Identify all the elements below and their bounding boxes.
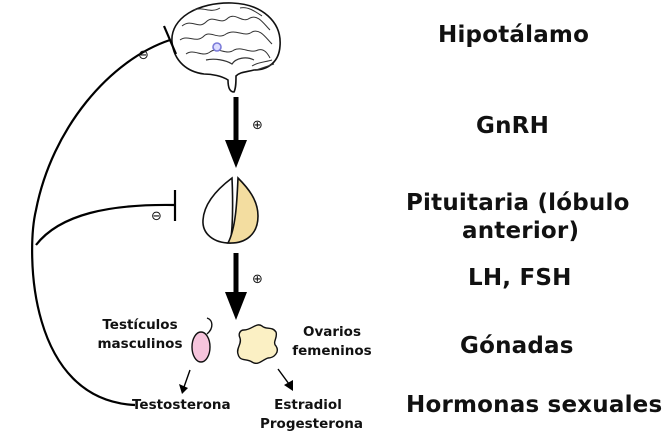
testes-label-line2: masculinos <box>97 336 183 352</box>
stimulate-sign-gnrh: ⊕ <box>252 118 263 133</box>
stage-gnrh: GnRH <box>476 113 550 139</box>
stage-hypothalamus: Hipotálamo <box>438 22 590 48</box>
stimulate-sign-lh-fsh: ⊕ <box>252 272 263 287</box>
testes-label-line1: Testículos <box>102 317 178 333</box>
hormones-female-label: Estradiol Progesterona <box>260 396 363 434</box>
feedback-loop-pituitary <box>35 190 177 246</box>
pituitary-illustration <box>202 176 259 244</box>
stage-sex-hormones: Hormonas sexuales <box>406 392 663 418</box>
inhibit-sign-hypothalamus: ⊖ <box>138 48 149 63</box>
hypothalamus-marker <box>212 42 222 52</box>
gnrh-arrow <box>225 97 247 168</box>
stage-gonads: Gónadas <box>460 333 574 359</box>
ovaries-label-line1: Ovarios <box>303 324 361 340</box>
testosterone-arrow <box>179 369 191 394</box>
testes-label: Testículos masculinos <box>92 316 188 354</box>
estradiol-label: Estradiol <box>274 397 342 413</box>
ovary-illustration <box>236 324 278 365</box>
brain-illustration <box>171 2 281 93</box>
stage-lh-fsh: LH, FSH <box>468 265 572 291</box>
stage-pituitary-line2: anterior) <box>462 218 580 244</box>
testis-illustration <box>191 317 213 363</box>
ovaries-label-line2: femeninos <box>292 343 372 359</box>
estradiol-arrow <box>277 368 293 391</box>
lh-fsh-arrow <box>225 253 247 320</box>
feedback-loop-hypothalamus <box>31 25 178 407</box>
testosterone-label: Testosterona <box>132 397 231 413</box>
inhibit-sign-pituitary: ⊖ <box>151 209 162 224</box>
progesterone-label: Progesterona <box>260 416 363 432</box>
stage-pituitary-line1: Pituitaria (lóbulo <box>406 190 630 216</box>
ovaries-label: Ovarios femeninos <box>284 323 380 361</box>
